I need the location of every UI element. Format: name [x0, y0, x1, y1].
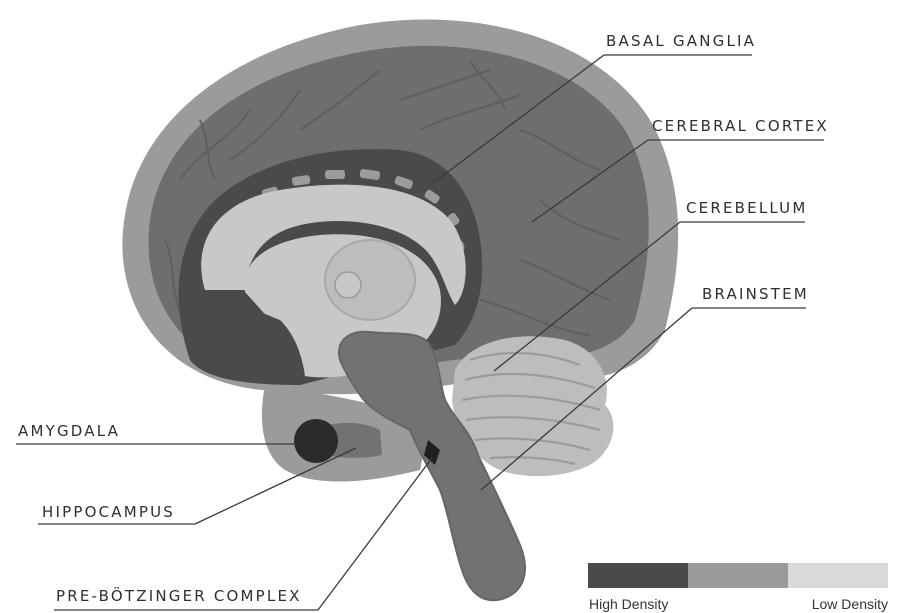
label-amygdala: AMYGDALA	[18, 422, 120, 440]
legend-swatch-low	[788, 563, 888, 588]
label-cerebellum: CEREBELLUM	[686, 199, 808, 217]
legend-high-label: High Density	[589, 596, 668, 612]
label-basal-ganglia: BASAL GANGLIA	[606, 32, 756, 50]
label-brainstem: BRAINSTEM	[702, 285, 809, 303]
legend-swatch-mid	[688, 563, 788, 588]
label-pre-botzinger: PRE-BÖTZINGER COMPLEX	[56, 586, 302, 605]
label-cerebral-cortex: CEREBRAL CORTEX	[652, 117, 829, 135]
legend-swatch-high	[588, 563, 688, 588]
legend-low-label: Low Density	[812, 596, 888, 612]
thalamus-center	[335, 272, 361, 298]
label-hippocampus: HIPPOCAMPUS	[42, 503, 175, 521]
density-legend: High Density Low Density	[588, 563, 888, 612]
amygdala-region	[294, 419, 338, 463]
